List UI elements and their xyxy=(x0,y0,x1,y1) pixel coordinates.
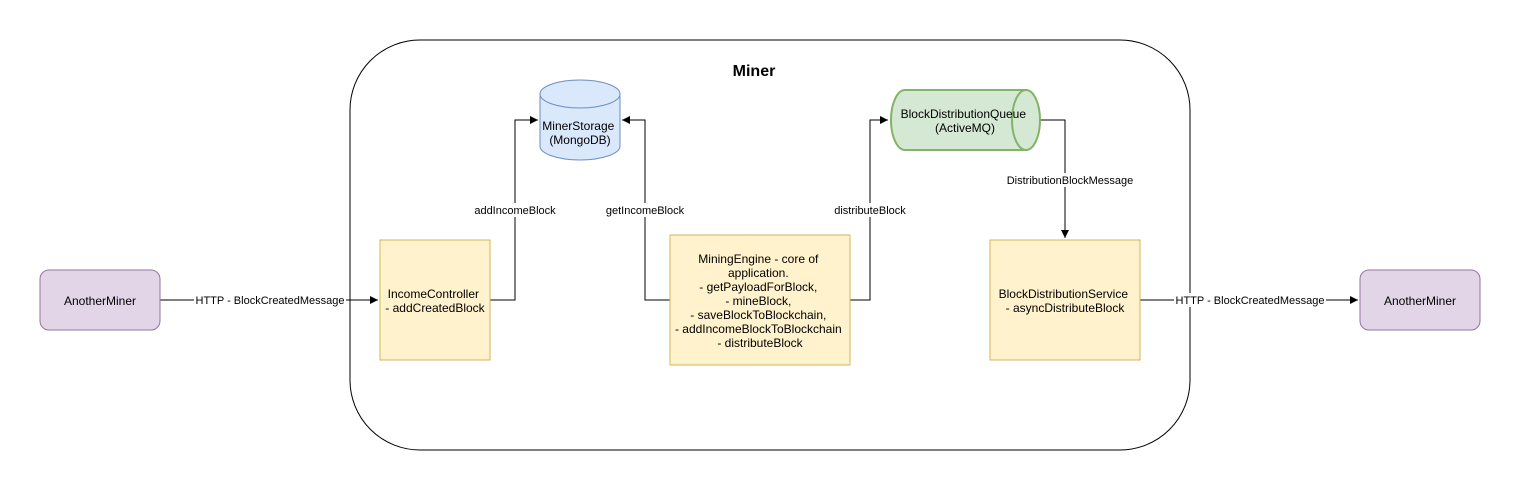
node-block-distribution-queue: BlockDistributionQueue (ActiveMQ) xyxy=(890,89,1041,151)
node-label-line: - addCreatedBlock xyxy=(385,301,485,315)
node-label-line: AnotherMiner xyxy=(64,294,136,308)
edge-get-income-block: getIncomeBlock xyxy=(604,116,687,301)
node-label-line: - mineBlock, xyxy=(725,294,791,308)
svg-text:BlockDistributionQueue (: BlockDistributionQueue (ActiveMQ) xyxy=(901,107,1030,135)
node-label-line: (MongoDB) xyxy=(549,133,610,147)
edges: HTTP - BlockCreatedMessage addIncomeBloc… xyxy=(160,116,1358,307)
edge-distribute-block: distributeBlock xyxy=(832,116,909,301)
edge-label-distribute-block: distributeBlock xyxy=(834,205,906,217)
edge-http-out: HTTP - BlockCreatedMessage xyxy=(1140,293,1358,307)
node-label-line: - getPayloadForBlock, xyxy=(699,280,817,294)
node-miner-storage: MinerStorage (MongoDB) xyxy=(539,79,621,161)
node-another-miner-left: AnotherMiner xyxy=(39,269,161,331)
node-label-line: - saveBlockToBlockchain, xyxy=(690,308,826,322)
svg-text:AnotherMiner: AnotherMiner xyxy=(1384,294,1456,308)
edge-label-distribution-block-message: DistributionBlockMessage xyxy=(1007,175,1134,187)
node-label-line: - distributeBlock xyxy=(717,336,803,350)
edge-label-http-in: HTTP - BlockCreatedMessage xyxy=(196,295,345,307)
svg-text:MinerStorage (MongoDB): MinerStorage (MongoDB) xyxy=(542,119,617,147)
svg-text:BlockDistributionService: BlockDistributionService - asyncDistribu… xyxy=(999,287,1132,315)
node-label-line: (ActiveMQ) xyxy=(935,121,995,135)
edge-label-get-income-block: getIncomeBlock xyxy=(606,205,685,217)
node-income-controller: IncomeController - addCreatedBlock xyxy=(379,239,491,361)
node-label-line: - addIncomeBlockToBlockchain xyxy=(675,322,842,336)
svg-text:MiningEngine - core of a: MiningEngine - core of application. - ge… xyxy=(675,252,845,350)
edge-distribution-block-message: DistributionBlockMessage xyxy=(1004,119,1136,238)
node-label-line: MinerStorage xyxy=(542,119,614,133)
edge-label-add-income-block: addIncomeBlock xyxy=(474,205,556,217)
node-label-line: BlockDistributionService xyxy=(999,287,1129,301)
node-label-line: BlockDistributionQueue xyxy=(901,107,1027,121)
node-block-distribution-service: BlockDistributionService - asyncDistribu… xyxy=(989,239,1141,361)
svg-text:IncomeController - addCr: IncomeController - addCreatedBlock xyxy=(385,287,485,315)
edge-add-income-block: addIncomeBlock xyxy=(472,116,558,301)
node-label-line: application. xyxy=(728,266,789,280)
edge-http-in: HTTP - BlockCreatedMessage xyxy=(160,293,378,307)
edge-label-http-out: HTTP - BlockCreatedMessage xyxy=(1176,295,1325,307)
node-label-line: - asyncDistributeBlock xyxy=(1006,301,1126,315)
svg-text:AnotherMiner: AnotherMiner xyxy=(64,294,136,308)
node-label-line: MiningEngine - core of xyxy=(698,252,819,266)
node-label-line: IncomeController xyxy=(388,287,479,301)
miner-container-title: Miner xyxy=(733,63,776,80)
node-another-miner-right: AnotherMiner xyxy=(1359,269,1481,331)
node-mining-engine: MiningEngine - core of application. - ge… xyxy=(669,234,851,366)
node-label-line: AnotherMiner xyxy=(1384,294,1456,308)
